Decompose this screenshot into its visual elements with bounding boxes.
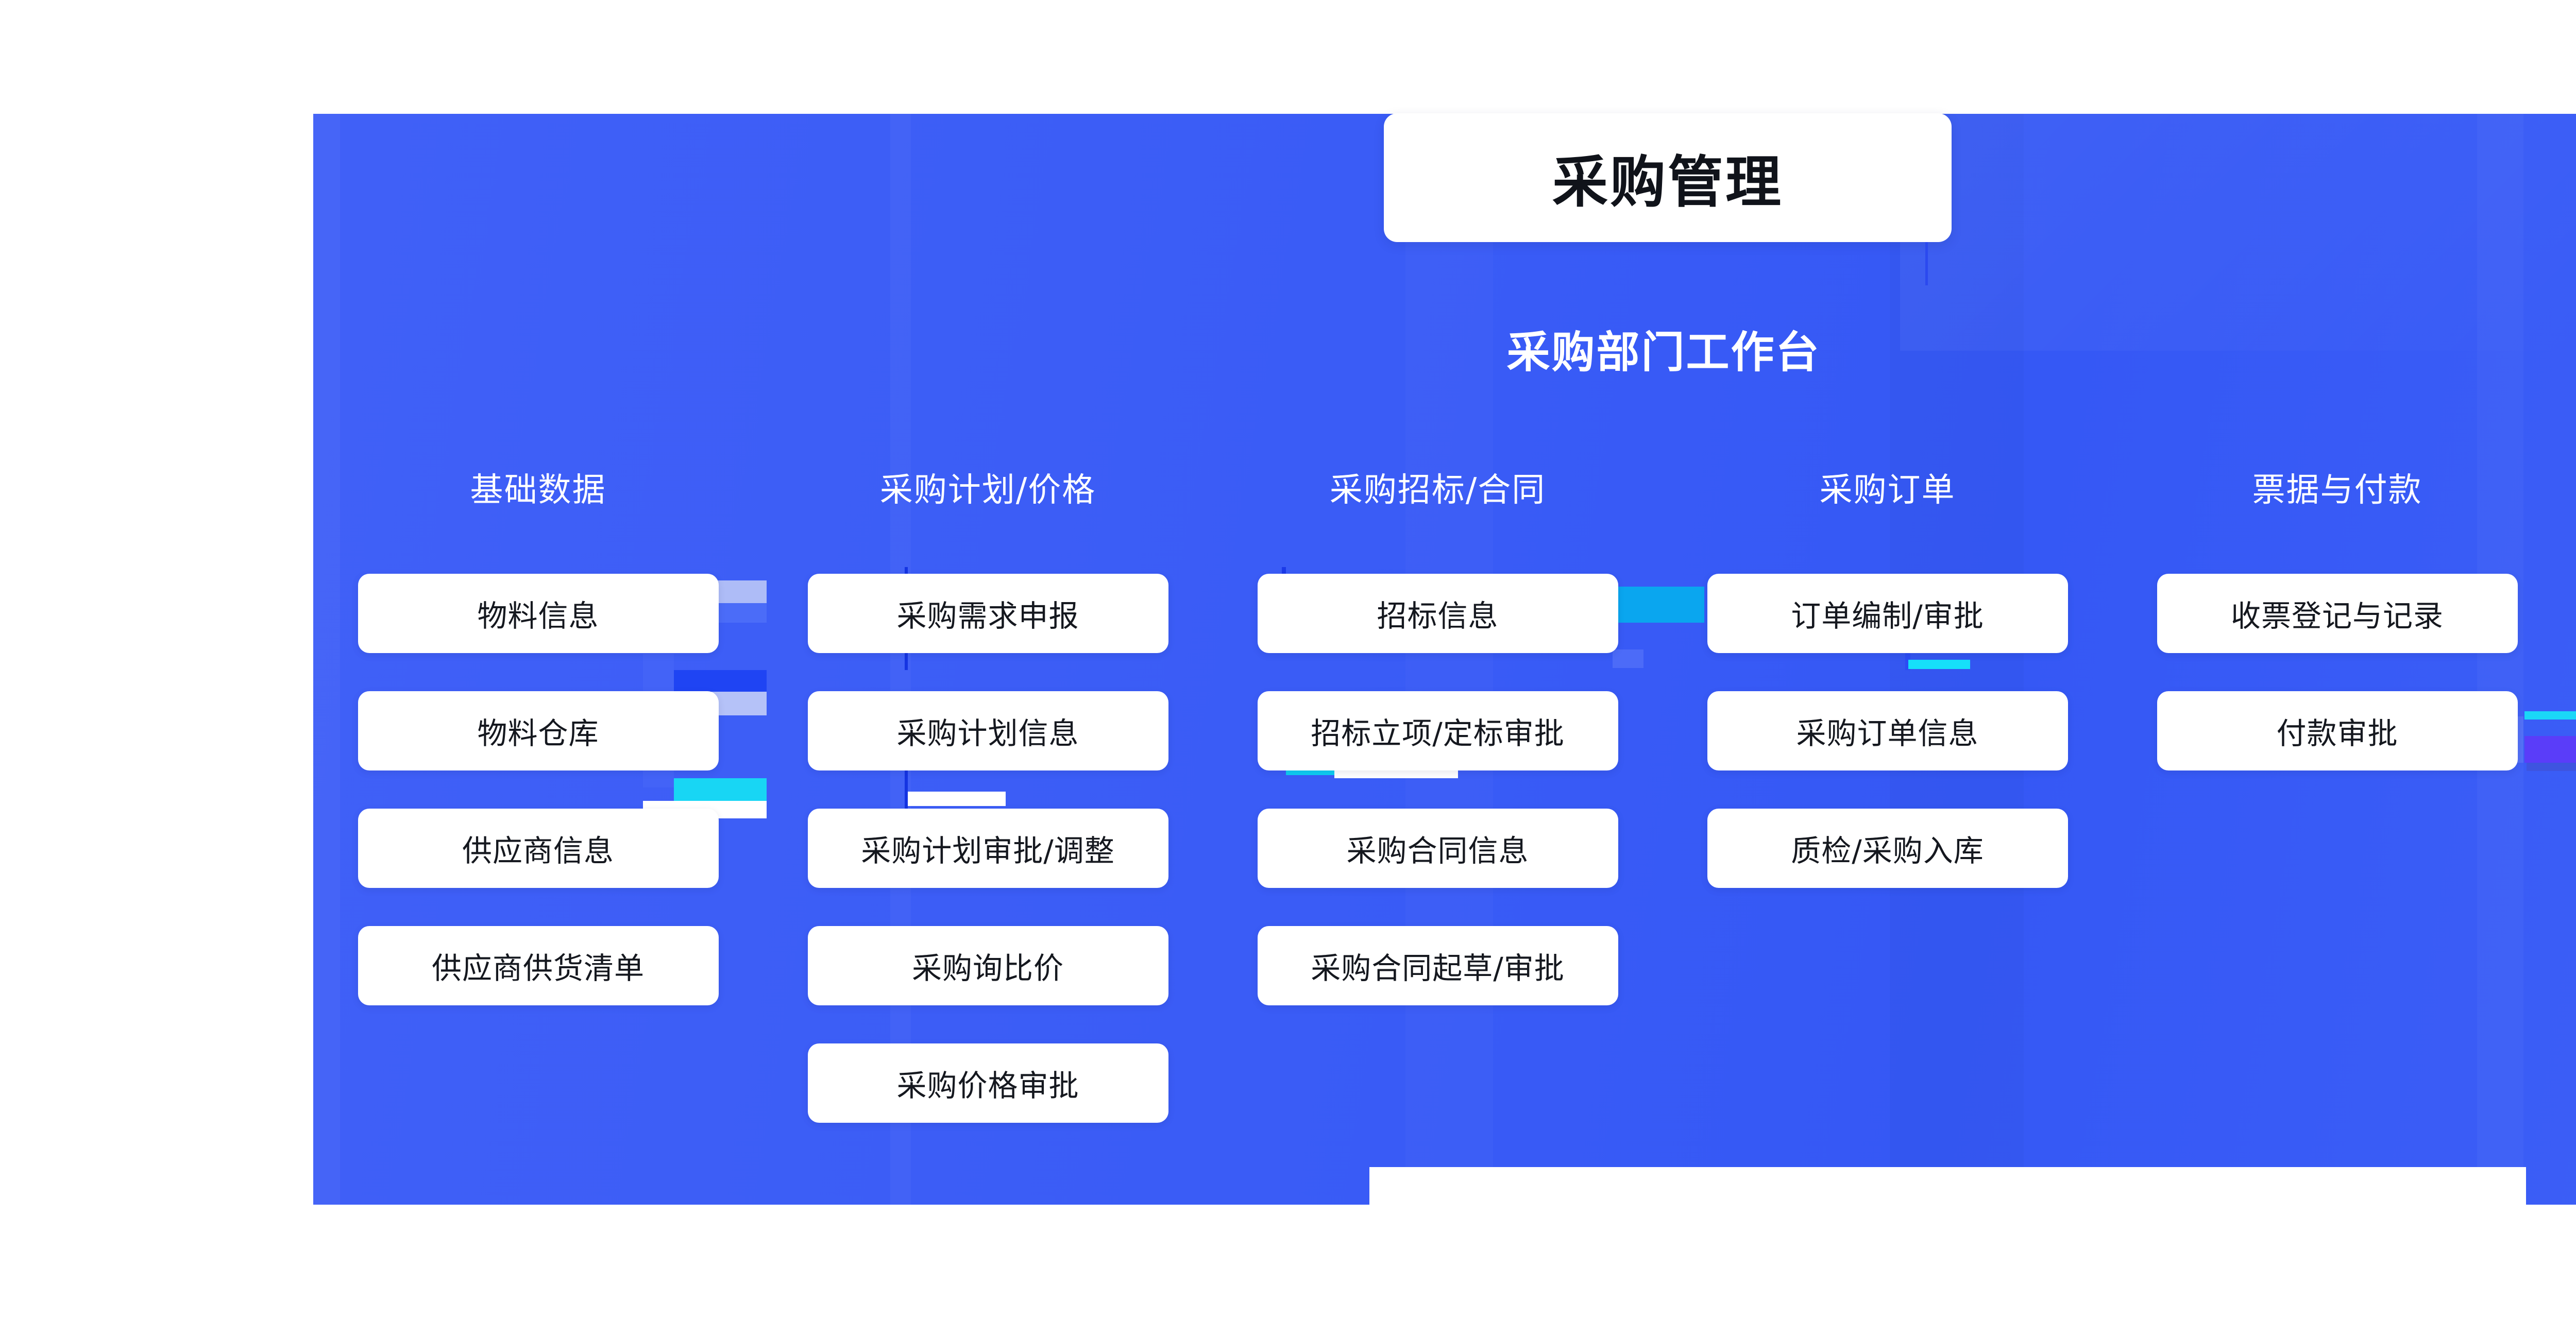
module-card-label: 采购价格审批	[896, 1068, 1079, 1103]
module-card-label: 收票登记与记录	[2230, 598, 2444, 633]
module-card[interactable]: 采购订单信息	[1707, 691, 2068, 770]
column-header: 基础数据	[470, 471, 606, 509]
module-card[interactable]: 付款审批	[2157, 691, 2518, 770]
module-card-label: 招标信息	[1377, 598, 1499, 633]
title-chip: 采购管理	[1384, 113, 1952, 242]
column-purchase-plan-price: 采购计划/价格 采购需求申报 采购计划信息 采购计划审批/调整 采购询比价 采购…	[763, 464, 1213, 1226]
module-card-label: 物料信息	[477, 598, 599, 633]
module-card-label: 物料仓库	[477, 716, 599, 751]
module-card-label: 采购合同信息	[1346, 833, 1529, 868]
module-card[interactable]: 物料信息	[358, 574, 719, 653]
module-card-label: 采购需求申报	[896, 598, 1079, 633]
column-header: 采购招标/合同	[1329, 471, 1546, 509]
module-card[interactable]: 收票登记与记录	[2157, 574, 2518, 653]
module-card[interactable]: 订单编制/审批	[1707, 574, 2068, 653]
title-connector	[1925, 242, 1928, 285]
module-card[interactable]: 采购计划审批/调整	[807, 809, 1168, 888]
module-card[interactable]: 质检/采购入库	[1707, 809, 2068, 888]
column-purchase-order: 采购订单 订单编制/审批 采购订单信息 质检/采购入库	[1663, 464, 2112, 1226]
column-header: 采购计划/价格	[879, 471, 1096, 509]
procurement-panel	[313, 114, 2576, 1205]
module-card-label: 付款审批	[2276, 716, 2398, 751]
module-card[interactable]: 采购价格审批	[807, 1043, 1168, 1123]
panel-bottom-cutout	[1369, 1167, 2526, 1229]
module-card[interactable]: 采购询比价	[807, 926, 1168, 1005]
module-card-label: 订单编制/审批	[1791, 598, 1984, 633]
module-card-label: 采购计划信息	[896, 716, 1079, 751]
module-card-label: 供应商信息	[462, 833, 614, 868]
panel-highlight	[1900, 114, 2576, 351]
module-card[interactable]: 供应商供货清单	[358, 926, 719, 1005]
module-card[interactable]: 招标信息	[1257, 574, 1618, 653]
module-card[interactable]: 采购计划信息	[807, 691, 1168, 770]
column-grid: 基础数据 物料信息 物料仓库 供应商信息 供应商供货清单 采购计划/价格 采购需…	[313, 464, 2576, 1226]
module-card-label: 采购计划审批/调整	[861, 833, 1115, 868]
module-card-label: 招标立项/定标审批	[1311, 716, 1565, 751]
module-card-label: 采购合同起草/审批	[1311, 951, 1565, 986]
column-header: 采购订单	[1819, 471, 1956, 509]
column-bidding-contract: 采购招标/合同 招标信息 招标立项/定标审批 采购合同信息 采购合同起草/审批	[1213, 464, 1663, 1226]
module-card-label: 采购订单信息	[1796, 716, 1979, 751]
module-card[interactable]: 物料仓库	[358, 691, 719, 770]
module-card[interactable]: 采购合同起草/审批	[1257, 926, 1618, 1005]
module-card[interactable]: 供应商信息	[358, 809, 719, 888]
column-data-statistics: 数据统计 计划/订单金额 招标/合同金额 询比价情况 采购付款情况 ……	[2562, 464, 2576, 1226]
module-card-label: 采购询比价	[911, 951, 1064, 986]
module-card[interactable]: 采购需求申报	[807, 574, 1168, 653]
module-card[interactable]: 招标立项/定标审批	[1257, 691, 1618, 770]
column-invoice-payment: 票据与付款 收票登记与记录 付款审批	[2112, 464, 2562, 1226]
page-subtitle: 采购部门工作台	[1506, 327, 1821, 378]
page-title: 采购管理	[1552, 150, 1783, 215]
module-card[interactable]: 采购合同信息	[1257, 809, 1618, 888]
column-header: 票据与付款	[2252, 471, 2422, 509]
column-basic-data: 基础数据 物料信息 物料仓库 供应商信息 供应商供货清单	[313, 464, 763, 1226]
module-card-label: 质检/采购入库	[1791, 833, 1984, 868]
module-card-label: 供应商供货清单	[431, 951, 645, 986]
